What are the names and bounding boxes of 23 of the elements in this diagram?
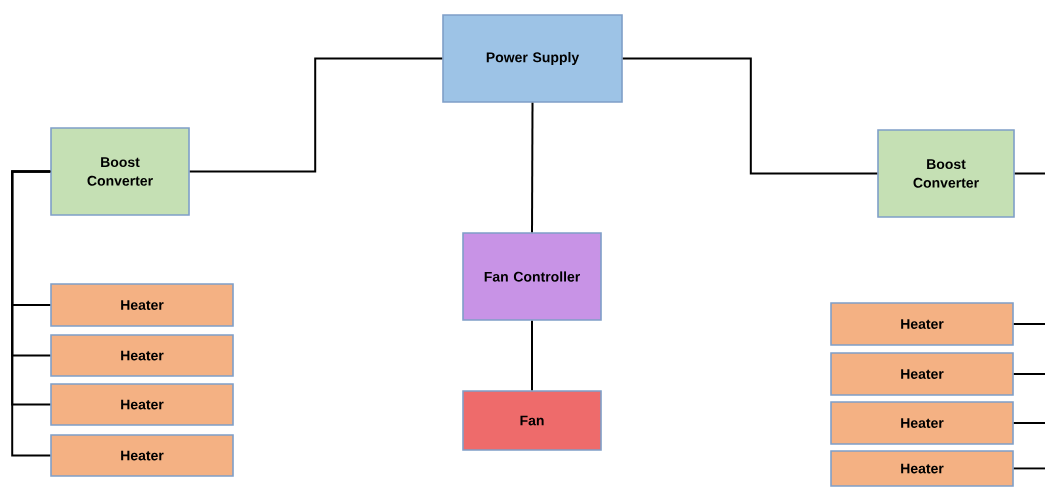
heater-box: Heater bbox=[830, 401, 1014, 445]
connector-line bbox=[1012, 467, 1045, 470]
controller-box: Fan Controller bbox=[462, 232, 602, 321]
power-supply-box: Power Supply bbox=[442, 14, 623, 103]
connector-line bbox=[531, 101, 534, 234]
heater-box: Heater bbox=[50, 334, 234, 377]
heater-box: Heater bbox=[50, 383, 234, 426]
fan-box: Fan bbox=[462, 390, 602, 451]
heater-box: Heater bbox=[830, 302, 1014, 346]
converter-box: Boost Converter bbox=[50, 127, 190, 216]
connector-line bbox=[531, 319, 533, 392]
connector-line bbox=[1012, 373, 1045, 375]
heater-box: Heater bbox=[50, 434, 234, 477]
connector-line bbox=[1013, 172, 1045, 175]
connector-line bbox=[1012, 323, 1045, 325]
converter-box: Boost Converter bbox=[877, 129, 1015, 218]
connector-line bbox=[11, 170, 52, 457]
connector-line bbox=[621, 57, 879, 175]
heater-box: Heater bbox=[50, 283, 234, 327]
heater-box: Heater bbox=[830, 352, 1014, 396]
heater-box: Heater bbox=[830, 450, 1014, 487]
connector-line bbox=[188, 57, 444, 173]
connector-line bbox=[1012, 422, 1045, 424]
